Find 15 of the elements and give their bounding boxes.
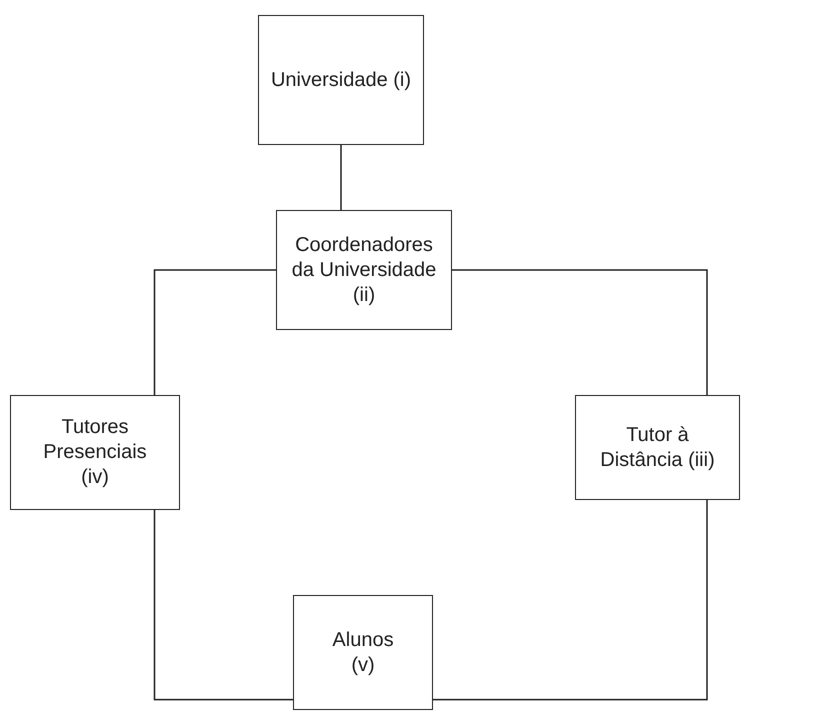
connector-line: [452, 269, 708, 395]
box-label: Alunos (v): [331, 628, 395, 678]
process-box: [10, 395, 180, 510]
box-label: Universidade (i): [270, 68, 412, 92]
process-box: [575, 395, 740, 500]
connector-line: [433, 500, 708, 700]
connector-line: [340, 145, 342, 210]
connector-line: [154, 269, 276, 395]
box-label: Coordenadores da Universidade (ii): [290, 232, 438, 308]
process-box: [258, 15, 424, 145]
process-box: [276, 210, 452, 330]
connector-line: [154, 510, 293, 700]
process-box: [293, 595, 433, 710]
box-label: Tutores Presenciais (iv): [42, 415, 148, 490]
box-label: Tutor à Distância (iii): [599, 422, 716, 472]
